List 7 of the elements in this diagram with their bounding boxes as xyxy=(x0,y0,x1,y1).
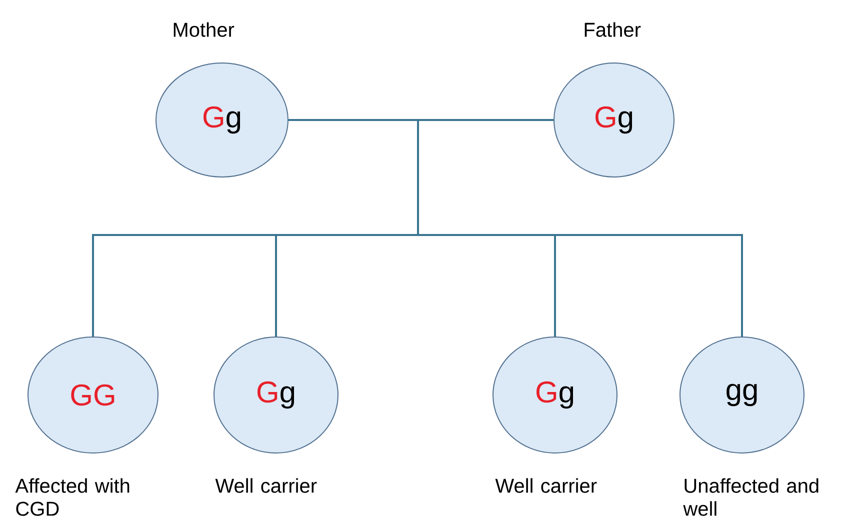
person-label: Father xyxy=(584,22,641,37)
person-label: Unaffected and well xyxy=(683,478,818,516)
person-label: Well carrier xyxy=(495,478,597,493)
person-label: Well carrier xyxy=(215,478,317,493)
person-label: Mother xyxy=(174,22,234,37)
pedigree-line xyxy=(417,119,743,336)
person-label: Affected with CGD xyxy=(15,478,130,516)
